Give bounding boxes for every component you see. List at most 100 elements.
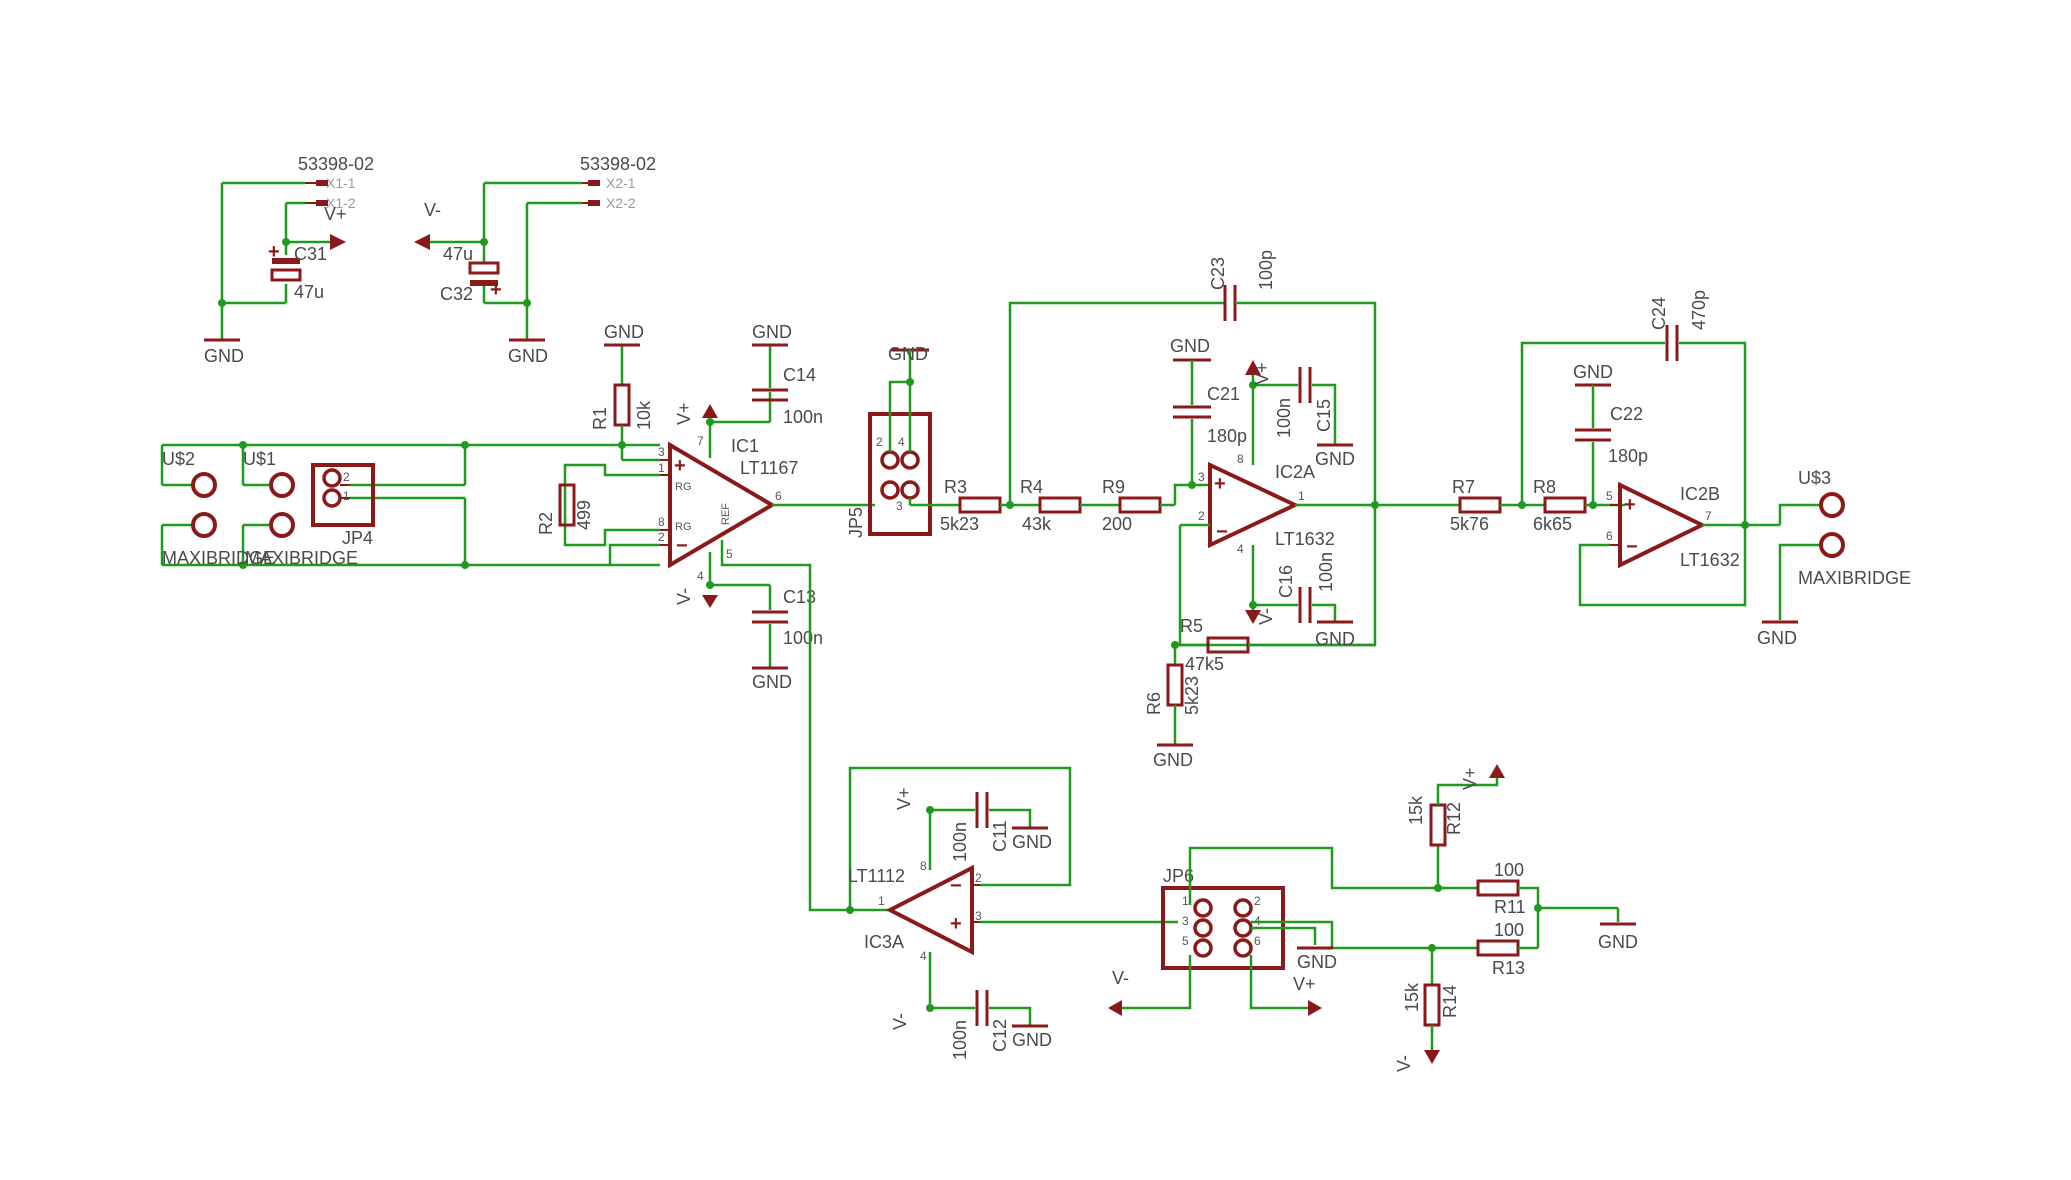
r2-name: R2 — [536, 512, 556, 535]
x1-pin2: X1-2 — [326, 195, 356, 211]
svg-text:3: 3 — [896, 499, 903, 513]
svg-text:+: + — [268, 241, 280, 263]
resistor-r1: GND R1 10k — [590, 322, 654, 445]
r4-name: R4 — [1020, 477, 1043, 497]
vplus-label-ic2a: V+ — [1252, 362, 1272, 385]
c15-value: 100n — [1274, 398, 1294, 438]
r7-name: R7 — [1452, 477, 1475, 497]
gnd-label-c22: GND — [1573, 362, 1613, 382]
svg-text:4: 4 — [920, 949, 927, 963]
jp4-label: JP4 — [342, 528, 373, 548]
svg-text:+: + — [1624, 494, 1636, 516]
svg-text:2: 2 — [1198, 509, 1205, 523]
r11-name: R11 — [1494, 897, 1526, 917]
c22-name: C22 — [1610, 404, 1643, 424]
r5-value: 47k5 — [1185, 654, 1224, 674]
gnd-label-x1: GND — [204, 346, 244, 366]
connector-x1: 53398-02 X1-1 X1-2 V+ C31 47u + GND — [204, 154, 374, 366]
socket-us1: U$1 — [243, 449, 295, 538]
r3-value: 5k23 — [940, 514, 979, 534]
c14-name: C14 — [783, 365, 816, 385]
r13-value: 100 — [1494, 920, 1524, 940]
gnd-label-c13: GND — [752, 672, 792, 692]
svg-text:2: 2 — [975, 871, 982, 885]
jp5-label: JP5 — [846, 507, 866, 538]
r6-value: 5k23 — [1182, 676, 1202, 715]
svg-text:4: 4 — [1237, 542, 1244, 556]
gnd-label-jp6: GND — [1297, 952, 1337, 972]
svg-text:4: 4 — [697, 569, 704, 583]
svg-text:8: 8 — [658, 515, 665, 529]
svg-text:RG: RG — [675, 521, 692, 533]
svg-text:−: − — [676, 535, 688, 557]
gnd-label-c14: GND — [752, 322, 792, 342]
svg-text:1: 1 — [343, 489, 350, 503]
gnd-label-us3: GND — [1757, 628, 1797, 648]
c13-name: C13 — [783, 587, 816, 607]
input-section: U$2 U$1 MAXIBRIDGE MAXIBRIDGE 2 1 JP4 GN… — [160, 322, 875, 912]
r14-value: 15k — [1402, 982, 1422, 1012]
ic2a-stage: R3 5k23 R4 43k R9 200 C23 100p GND C21 1… — [940, 250, 1460, 770]
vminus-label-r14: V- — [1394, 1055, 1414, 1072]
r13-name: R13 — [1492, 958, 1525, 978]
c21-name: C21 — [1207, 384, 1240, 404]
c11-value: 100n — [950, 822, 970, 862]
svg-text:6: 6 — [775, 489, 782, 503]
vminus-label-ic2a: V- — [1256, 608, 1276, 625]
x2-pin2: X2-2 — [606, 195, 636, 211]
gnd-label-jp5: GND — [888, 344, 928, 364]
svg-text:7: 7 — [697, 434, 704, 448]
vminus-label-x2: V- — [424, 200, 441, 220]
r3-name: R3 — [944, 477, 967, 497]
svg-text:+: + — [490, 279, 502, 301]
svg-text:2: 2 — [876, 435, 883, 449]
c31-value: 47u — [294, 282, 324, 302]
vminus-label-ic3a: V- — [890, 1013, 910, 1030]
gnd-label-c16: GND — [1315, 629, 1355, 649]
svg-text:1: 1 — [1298, 489, 1305, 503]
maxibridge-label-3: MAXIBRIDGE — [1798, 568, 1911, 588]
c12-value: 100n — [950, 1020, 970, 1060]
maxibridge-label-2: MAXIBRIDGE — [245, 548, 358, 568]
r12-name: R12 — [1444, 802, 1464, 835]
r6-name: R6 — [1144, 692, 1164, 715]
c11-name: C11 — [990, 820, 1010, 852]
r8-value: 6k65 — [1533, 514, 1572, 534]
x1-name: 53398-02 — [298, 154, 374, 174]
r5-name: R5 — [1180, 616, 1203, 636]
c16-value: 100n — [1316, 552, 1336, 592]
c15-name: C15 — [1314, 399, 1334, 432]
c24-name: C24 — [1649, 297, 1669, 330]
c14-value: 100n — [783, 407, 823, 427]
vplus-label-x1: V+ — [324, 204, 347, 224]
jumper-jp5: 2 4 3 GND JP5 — [846, 344, 940, 538]
jp6-label: JP6 — [1163, 866, 1194, 886]
gnd-label-r1: GND — [604, 322, 644, 342]
svg-text:6: 6 — [1606, 529, 1613, 543]
svg-text:+: + — [674, 455, 686, 477]
connector-x2: 53398-02 X2-1 X2-2 V- 47u C32 + GND — [414, 154, 656, 366]
svg-text:4: 4 — [898, 435, 905, 449]
jumper-jp6: 1 3 5 2 4 6 JP6 GND V- V+ 15k R12 V+ — [1108, 764, 1638, 1072]
svg-text:5: 5 — [1606, 489, 1613, 503]
svg-text:1: 1 — [878, 894, 885, 908]
svg-text:5: 5 — [1182, 934, 1189, 948]
gnd-label-c21: GND — [1170, 336, 1210, 356]
svg-text:3: 3 — [1182, 914, 1189, 928]
gnd-label-c12: GND — [1012, 1030, 1052, 1050]
r12-value: 15k — [1406, 795, 1426, 825]
r4-value: 43k — [1022, 514, 1052, 534]
ic2a-name: IC2A — [1275, 462, 1315, 482]
us2-label: U$2 — [162, 449, 195, 469]
r1-name: R1 — [590, 407, 610, 430]
svg-text:8: 8 — [920, 859, 927, 873]
svg-text:+: + — [1214, 473, 1226, 495]
socket-us2: U$2 — [162, 449, 217, 538]
gnd-label-c11: GND — [1012, 832, 1052, 852]
svg-text:1: 1 — [1182, 894, 1189, 908]
ic1-name: IC1 — [731, 436, 759, 456]
resistor-r2: R2 499 — [536, 483, 594, 535]
c23-name: C23 — [1208, 257, 1228, 290]
svg-text:7: 7 — [1705, 509, 1712, 523]
c21-value: 180p — [1207, 426, 1247, 446]
